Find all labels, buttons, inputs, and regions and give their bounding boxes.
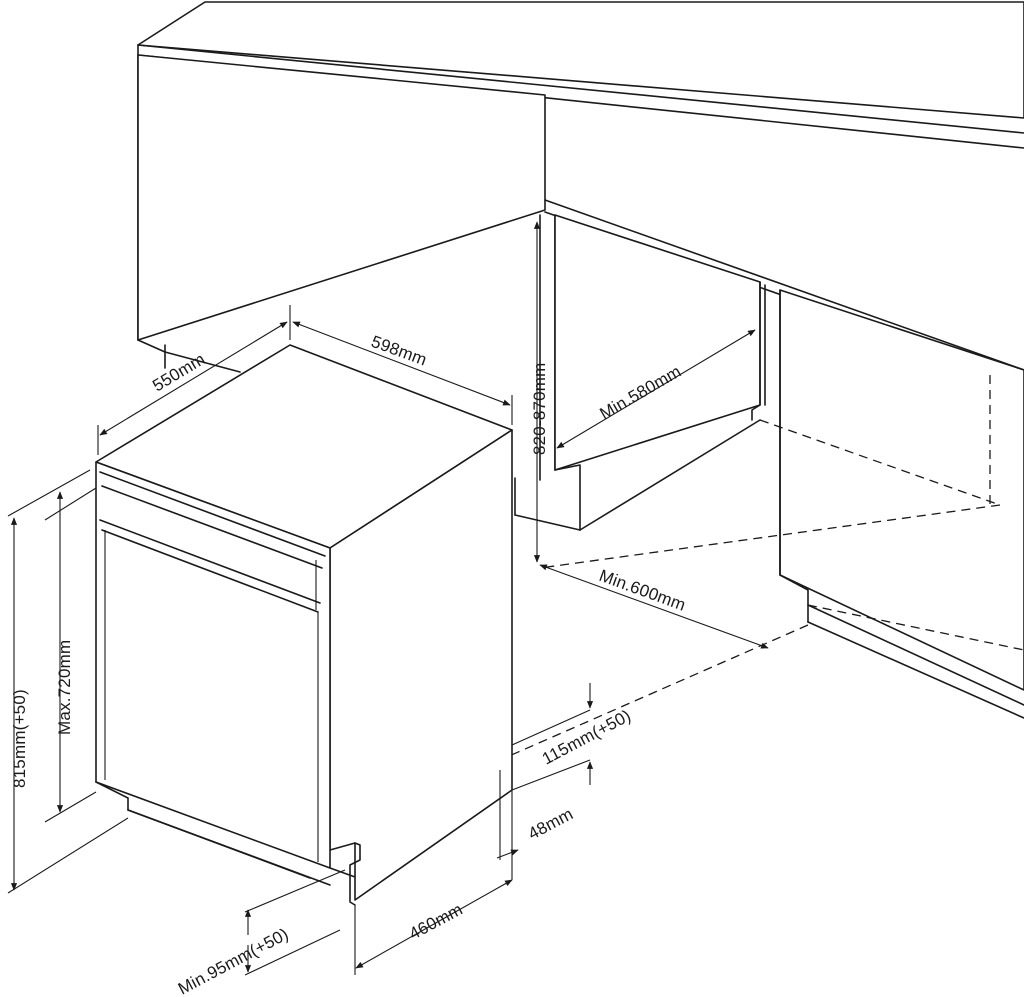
- label-width: 598mm: [369, 332, 430, 370]
- dim-door-height: Max.720mm: [44, 487, 97, 823]
- dishwasher: [95, 344, 513, 906]
- label-niche-height: 820-870mm: [530, 362, 549, 455]
- dim-niche-height: 820-870mm: [530, 221, 549, 563]
- right-cabinet: [764, 284, 1024, 719]
- dim-door-clearance: Min.95mm(+50): [175, 869, 346, 997]
- dim-niche-width: Min.600mm: [539, 564, 769, 649]
- dim-plinth-depth: 460mm: [354, 879, 513, 975]
- left-cabinet: [137, 54, 546, 373]
- label-plinth-gap: 48mm: [525, 804, 576, 843]
- label-overall-height: 815mm(+50): [10, 689, 29, 788]
- dim-plinth-height: 115mm(+50): [511, 683, 634, 791]
- niche-floor-outline: [499, 375, 1024, 770]
- label-plinth-depth: 460mm: [406, 900, 466, 944]
- dim-overall-height: 815mm(+50): [7, 469, 129, 894]
- niche-back-wall: [514, 214, 761, 531]
- label-door-height: Max.720mm: [55, 640, 74, 735]
